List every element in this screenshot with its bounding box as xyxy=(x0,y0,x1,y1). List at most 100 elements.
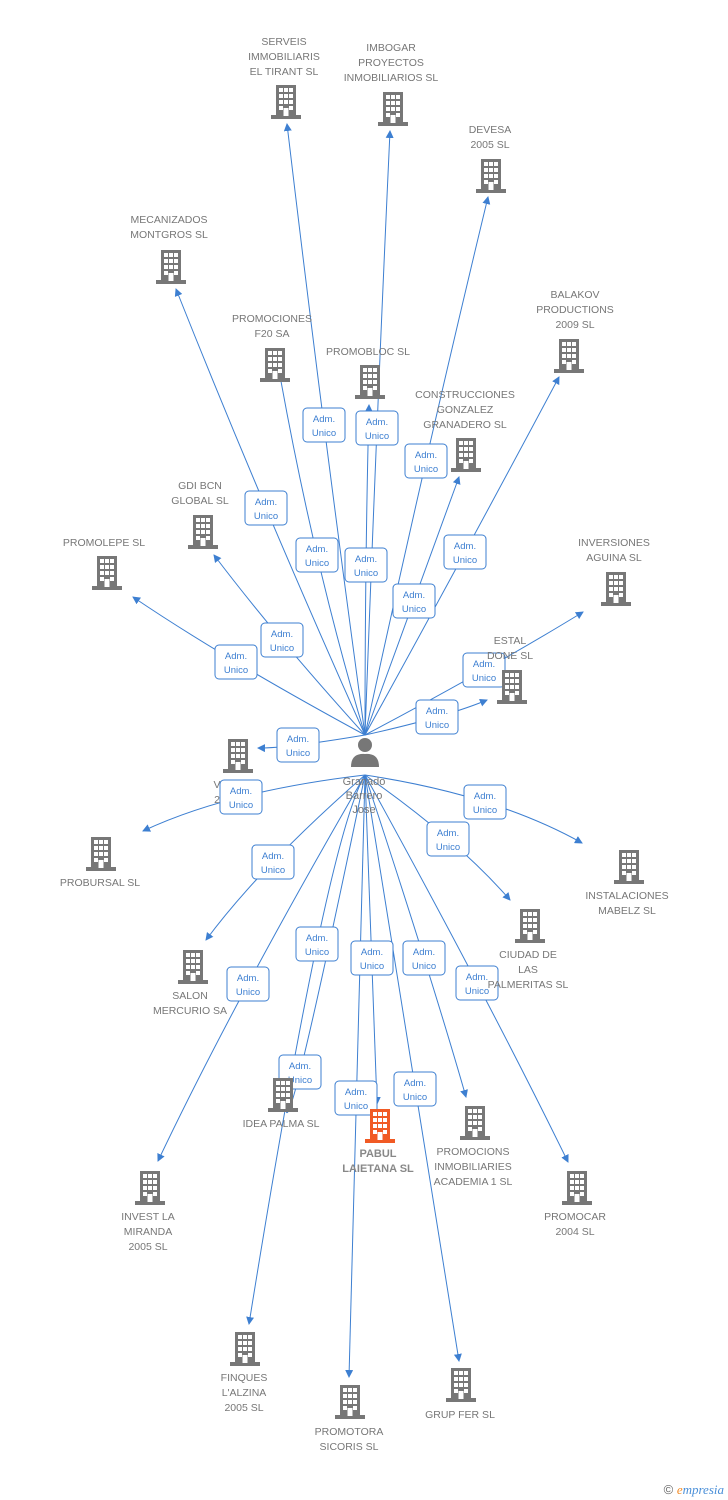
edge-label-box xyxy=(226,966,270,1002)
company-label-line: F20 SA xyxy=(254,328,289,340)
building-icon[interactable] xyxy=(230,1332,260,1366)
edge-label-estal[interactable]: Adm.Unico xyxy=(415,699,459,735)
edge-label-promocar[interactable]: Adm.Unico xyxy=(455,965,499,1001)
building-icon[interactable] xyxy=(223,739,253,773)
company-label-line: DONE SL xyxy=(487,650,533,662)
company-label-line: GRANADERO SL xyxy=(423,419,507,431)
edge-label-box xyxy=(355,410,399,446)
building-icon[interactable] xyxy=(86,837,116,871)
building-icon[interactable] xyxy=(446,1368,476,1402)
edge-label-promobloc[interactable]: Adm.Unico xyxy=(344,547,388,583)
building-icon[interactable] xyxy=(178,950,208,984)
edge-label-promolepe[interactable]: Adm.Unico xyxy=(214,644,258,680)
building-icon[interactable] xyxy=(260,348,290,382)
edge-label-box xyxy=(426,821,470,857)
edge-label-mecanizados[interactable]: Adm.Unico xyxy=(244,490,288,526)
edge-label-pabul[interactable]: Adm.Unico xyxy=(350,940,394,976)
edge-label-box xyxy=(295,926,339,962)
edge-label-promociones-f20[interactable]: Adm.Unico xyxy=(295,537,339,573)
building-icon[interactable] xyxy=(271,85,301,119)
edge-label-imbogar[interactable]: Adm.Unico xyxy=(355,410,399,446)
edge-label-salon[interactable]: Adm.Unico xyxy=(251,844,295,880)
edge-label-invest[interactable]: Adm.Unico xyxy=(226,966,270,1002)
edge-label-finques[interactable]: Adm. Unico xyxy=(295,926,339,962)
company-label-line: SALON xyxy=(172,990,208,1002)
edge-label-text: Unico xyxy=(254,511,278,522)
building-icon[interactable] xyxy=(156,250,186,284)
edge-label-text: Unico xyxy=(414,464,438,475)
building-icon[interactable] xyxy=(515,909,545,943)
edge-label-text: Unico xyxy=(288,1075,312,1086)
company-label-probursal[interactable]: PROBURSAL SL xyxy=(60,877,140,889)
edge-label-text: Unico xyxy=(403,1092,427,1103)
edge-label-box xyxy=(415,699,459,735)
brand-logo-rest: mpresia xyxy=(682,1482,724,1497)
copyright-symbol: © xyxy=(663,1482,674,1497)
edge-label-box xyxy=(455,965,499,1001)
edge-label-promotora[interactable]: Adm.Unico xyxy=(334,1080,378,1116)
edge-label-ciudad[interactable]: Adm.Unico xyxy=(426,821,470,857)
edge-label-grup[interactable]: Adm.Unico xyxy=(393,1071,437,1107)
edge-label-probursal[interactable]: Adm.Unico xyxy=(219,779,263,815)
company-label-line: ACADEMIA 1 SL xyxy=(434,1176,513,1188)
edge-label-box xyxy=(219,779,263,815)
edge-label-balakov[interactable]: Adm.Unico xyxy=(443,534,487,570)
edge-label-v2[interactable]: Adm.Unico xyxy=(276,727,320,763)
edge-label-promocions[interactable]: Adm.Unico xyxy=(402,940,446,976)
edge-label-text: Adm. xyxy=(237,973,259,984)
edge-label-text: Adm. xyxy=(366,417,388,428)
building-icon[interactable] xyxy=(460,1106,490,1140)
company-label-line: FINQUES xyxy=(221,1372,268,1384)
building-icon[interactable] xyxy=(135,1171,165,1205)
building-icon[interactable] xyxy=(614,850,644,884)
building-icon[interactable] xyxy=(188,515,218,549)
person-body xyxy=(351,753,379,767)
company-label-line: 2005 SL xyxy=(224,1402,263,1414)
building-icon[interactable] xyxy=(554,339,584,373)
company-label-promobloc[interactable]: PROMOBLOC SL xyxy=(326,346,410,358)
company-label-idea[interactable]: IDEA PALMA SL xyxy=(243,1118,320,1130)
building-icon[interactable] xyxy=(476,159,506,193)
edge-label-text: Adm. xyxy=(437,828,459,839)
building-icon[interactable] xyxy=(355,365,385,399)
building-icon[interactable] xyxy=(451,438,481,472)
building-icon[interactable] xyxy=(562,1171,592,1205)
footer-brand: © empresia xyxy=(664,1482,724,1498)
edge-promotora xyxy=(345,774,366,1378)
building-icon[interactable] xyxy=(92,556,122,590)
edge-label-text: Adm. xyxy=(306,933,328,944)
company-label-line: INVEST LA xyxy=(121,1211,175,1223)
building-icon[interactable] xyxy=(601,572,631,606)
edge-label-gdi[interactable]: Adm.Unico xyxy=(260,622,304,658)
building-icon[interactable] xyxy=(335,1385,365,1419)
edge-label-devesa[interactable]: Adm.Unico xyxy=(404,443,448,479)
building-icon[interactable] xyxy=(378,92,408,126)
edge-label-construcciones[interactable]: Adm.Unico xyxy=(392,583,436,619)
company-label-promolepe[interactable]: PROMOLEPE SL xyxy=(63,537,145,549)
company-label-grup[interactable]: GRUP FER SL xyxy=(425,1409,495,1421)
edge-label-text: Unico xyxy=(305,947,329,958)
edge-label-instalaciones[interactable]: Adm.Unico xyxy=(463,784,507,820)
edge-label-serveis[interactable]: Adm.Unico xyxy=(302,407,346,443)
